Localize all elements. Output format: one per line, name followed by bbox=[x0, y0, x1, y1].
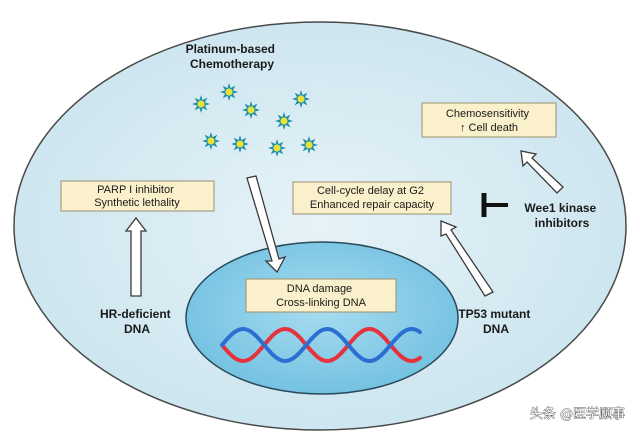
tp53-label: TP53 mutant DNA bbox=[458, 307, 533, 336]
particle-core-1 bbox=[225, 88, 233, 96]
arrow-hr-to-parp bbox=[124, 216, 148, 297]
particle-core-3 bbox=[297, 95, 305, 103]
platinum-label: Platinum-based Chemotherapy bbox=[186, 42, 279, 71]
particle-core-8 bbox=[305, 141, 313, 149]
dna-strand-blue bbox=[220, 326, 422, 364]
wee1-inhibition-bar bbox=[481, 193, 508, 217]
dna-damage-box bbox=[245, 278, 397, 313]
arrow-wee1-to-chemosensitivity bbox=[520, 150, 564, 194]
chemosensitivity-label: Chemosensitivity ↑ Cell death bbox=[446, 108, 532, 134]
wee1-label: Wee1 kinase inhibitors bbox=[524, 201, 599, 230]
dna-strand-red bbox=[220, 326, 422, 364]
parp-box bbox=[60, 180, 215, 212]
platinum-particles bbox=[192, 83, 318, 157]
parp-label: PARP I inhibitor Synthetic lethality bbox=[94, 184, 180, 209]
chemosensitivity-box bbox=[421, 102, 557, 138]
particle-core-6 bbox=[236, 140, 244, 148]
hr-deficient-label: HR-deficient DNA bbox=[100, 307, 174, 336]
dna-damage-label: DNA damage Cross-linking DNA bbox=[276, 283, 367, 309]
cellcycle-box bbox=[292, 181, 452, 215]
arrow-chemo-to-dna bbox=[246, 175, 287, 274]
watermark: 头条 @医学顾事 bbox=[530, 406, 625, 422]
particle-core-5 bbox=[207, 137, 215, 145]
particle-core-2 bbox=[247, 106, 255, 114]
cellcycle-label: Cell-cycle delay at G2 Enhanced repair c… bbox=[310, 185, 435, 211]
arrow-tp53-to-cellcycle bbox=[440, 220, 494, 297]
particle-core-4 bbox=[280, 117, 288, 125]
nucleus bbox=[185, 241, 459, 395]
particle-core-7 bbox=[273, 144, 281, 152]
particle-core-0 bbox=[197, 100, 205, 108]
